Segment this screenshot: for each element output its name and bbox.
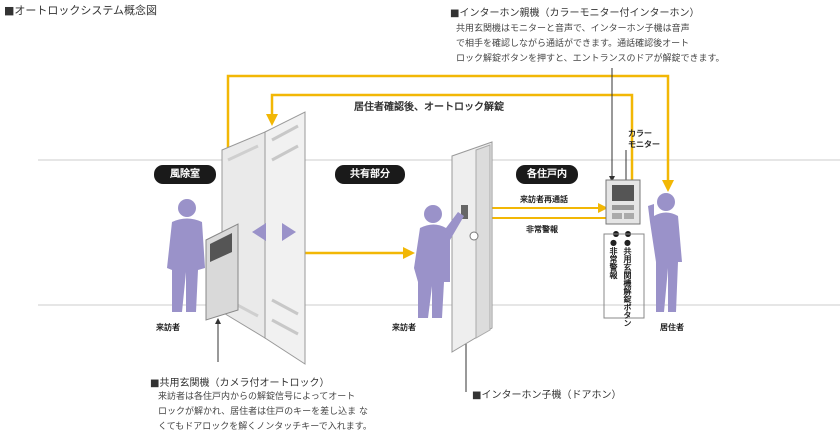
room-label-common: 共有部分: [335, 165, 405, 184]
arrow-head-recall: [598, 203, 608, 213]
master-unit-line-3: ロック解錠ボタンを押すと、エントランスのドアが解錠できます。: [456, 54, 725, 64]
pointer-master-head: [609, 176, 615, 182]
entrance-unit-line-2: ロックが解かれ、居住者は住戸のキーを差し込ま な: [158, 407, 368, 417]
room-label-windbreak: 風除室: [154, 165, 216, 184]
emergency-label: 非常警報: [526, 225, 558, 234]
emergency-alarm-button-label: ●非常警報: [609, 238, 618, 279]
signal-loop-inner: [270, 93, 634, 182]
visitor-recall-label: 来訪者再通話: [520, 195, 568, 204]
entrance-unit-heading: ■共用玄関機（カメラ付オートロック）: [150, 378, 330, 389]
visitor-left-label: 来訪者: [156, 323, 180, 332]
resident-label: 居住者: [660, 323, 684, 332]
master-unit-line-1: 共用玄関機はモニターと音声で、インターホン子機は音声: [456, 24, 690, 34]
top-flow-label: 居住者確認後、オートロック解錠: [354, 102, 504, 113]
master-unit-heading: ■インターホン親機（カラーモニター付インターホン）: [450, 8, 700, 19]
common-door: [451, 141, 493, 353]
arrow-head-to-common: [403, 247, 415, 259]
room-label-units: 各住戸内: [516, 165, 578, 184]
visitor-middle-label: 来訪者: [392, 323, 416, 332]
master-unit-device: [603, 179, 645, 319]
entrance-unit-device: [205, 223, 239, 321]
open-arrow-left: [252, 223, 266, 241]
diagram-title: ■オートロックシステム概念図: [4, 4, 158, 17]
arrow-head-to-resident: [662, 180, 674, 192]
visitor-middle-figure: [414, 205, 464, 318]
open-arrow-right: [282, 223, 296, 241]
unlock-button-label: ●共用玄関機解錠ボタン: [623, 238, 632, 327]
entrance-unit-line-1: 来訪者は各住戸内からの解錠信号によってオート: [158, 392, 356, 402]
resident-figure: [648, 193, 682, 312]
visitor-left-figure: [167, 199, 205, 312]
pointer-entrance-head: [215, 318, 221, 324]
color-monitor-label: カラー モニター: [628, 129, 660, 149]
door-intercom-label: ■インターホン子機（ドアホン）: [472, 390, 622, 401]
arrow-head-to-door: [266, 114, 278, 126]
entrance-unit-line-3: くてもドアロックを解くノンタッチキーで入れます。: [158, 422, 372, 432]
master-unit-line-2: で相手を確認しながら通話ができます。通話確認後オート: [456, 39, 690, 49]
